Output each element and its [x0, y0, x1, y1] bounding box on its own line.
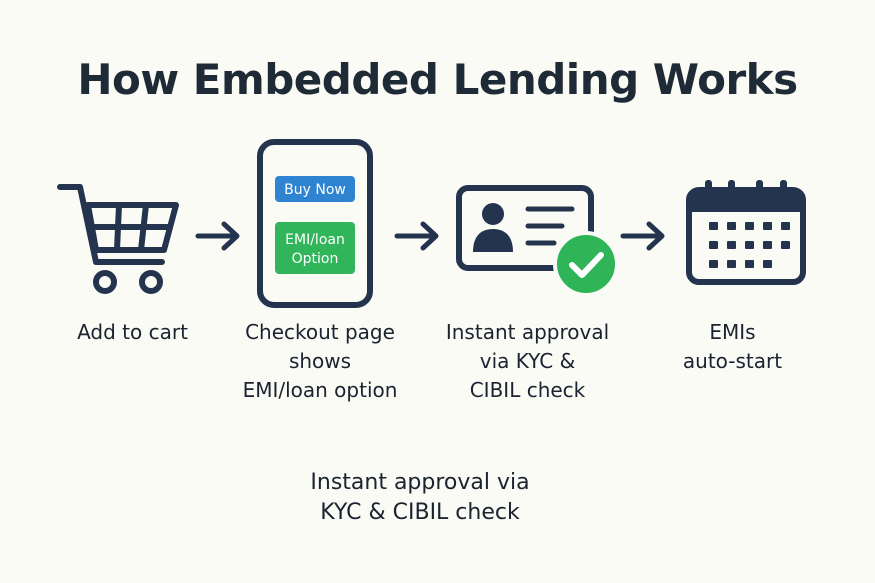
arrow-right-icon: [394, 221, 439, 251]
id-card-check-icon: [456, 185, 619, 297]
step-caption-add-to-cart: Add to cart: [77, 320, 188, 344]
arrow-right-icon: [195, 221, 240, 251]
phone-checkout-icon: Buy Now EMI/loan Option: [257, 139, 373, 308]
buy-now-label: Buy Now: [284, 182, 346, 198]
emi-label-line1: EMI/loan: [285, 232, 345, 248]
footer-note: Instant approval via KYC & CIBIL check: [310, 470, 530, 525]
arrow-right-icon: [620, 221, 665, 251]
step-caption-checkout: Checkout page shows EMI/loan option: [242, 320, 398, 402]
calendar-icon: [686, 180, 806, 285]
diagram-title: How Embedded Lending Works: [77, 55, 798, 104]
buy-now-button: Buy Now: [275, 176, 355, 202]
shopping-cart-icon: [57, 184, 179, 294]
step-caption-instant-approval: Instant approval via KYC & CIBIL check: [445, 320, 610, 402]
check-badge-icon: [553, 231, 619, 297]
emi-loan-option-button: EMI/loan Option: [275, 222, 355, 274]
step-caption-emis: EMIs auto-start: [682, 320, 783, 373]
emi-label-line2: Option: [292, 251, 339, 267]
